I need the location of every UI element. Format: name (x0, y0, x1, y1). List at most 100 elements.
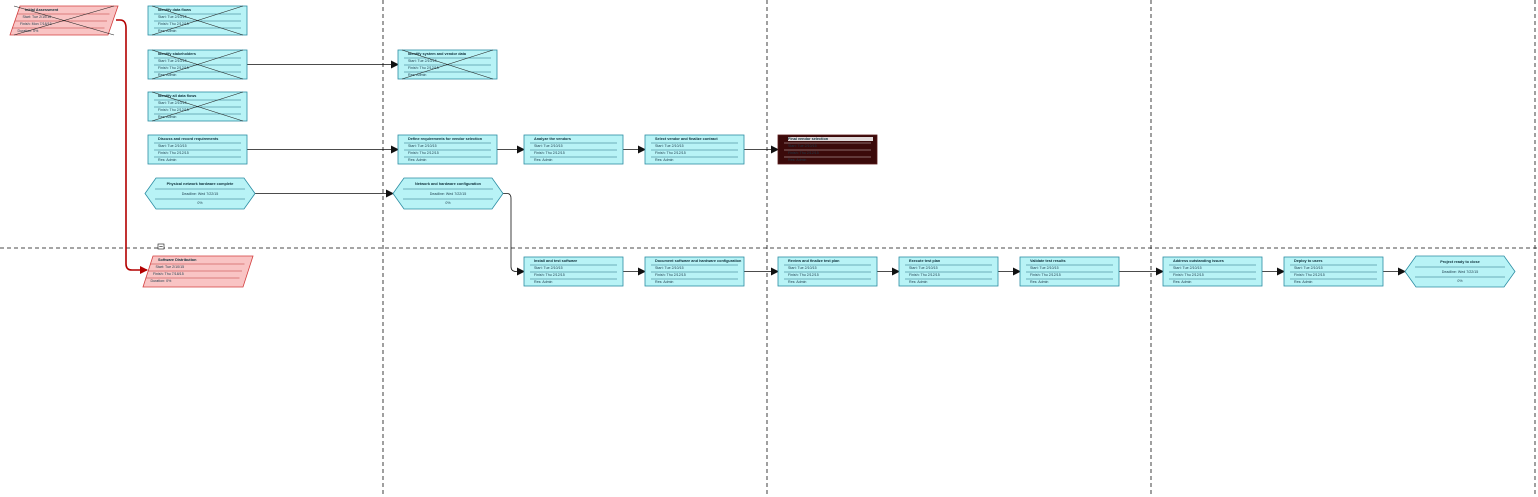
node-title: Select vendor and finalize contract (655, 137, 718, 141)
node-field: 0% (1457, 279, 1463, 283)
node-field: Start: Tue 2/10/15 (23, 15, 52, 19)
node-field: Finish: Thu 2/12/15 (158, 66, 189, 70)
connectors (116, 19, 1406, 276)
node-field: Finish: Thu 2/12/15 (158, 151, 189, 155)
cross-mark (151, 5, 244, 36)
node-field: 0% (197, 201, 203, 205)
node-field: Start: Tue 2/10/15 (158, 101, 187, 105)
node-shape (523, 256, 624, 287)
node-shape (644, 134, 745, 165)
cross-mark (151, 91, 244, 122)
node-title: Analyze the vendors (534, 137, 571, 141)
node-field: Start: Tue 2/10/15 (655, 144, 684, 148)
node-field: Start: Tue 2/10/15 (156, 265, 185, 269)
node-field: Finish: Thu 2/12/15 (158, 22, 189, 26)
node-field: Start: Tue 2/10/15 (408, 59, 437, 63)
node-field: Finish: Thu 2/12/15 (909, 273, 940, 277)
node-field: Res: Admin (655, 280, 673, 284)
node-field: 0% (445, 201, 451, 205)
node-title: Discuss and record requirements (158, 137, 218, 141)
node-task[interactable]: Select vendor and finalize contractStart… (644, 134, 745, 165)
node-shape (523, 134, 624, 165)
dependency-arrow[interactable] (503, 193, 525, 276)
node-field: Finish: Thu 2/12/15 (408, 66, 439, 70)
node-field: Finish: Thu 2/12/15 (534, 273, 565, 277)
node-field: Res: Admin (408, 73, 426, 77)
cross-mark (13, 5, 115, 36)
title-highlight (788, 137, 873, 141)
node-title: Deploy to users (1294, 259, 1322, 263)
node-title: Network and hardware configuration (415, 182, 482, 186)
node-field: Res: Admin (534, 280, 552, 284)
node-field: Res: Admin (1173, 280, 1191, 284)
node-title: Install and test software (534, 259, 577, 263)
node-field: Res: Admin (655, 158, 673, 162)
summary-link[interactable] (116, 19, 148, 274)
minus-box-icon[interactable] (157, 243, 165, 250)
node-shape (644, 256, 745, 287)
cross-mark (401, 49, 494, 80)
node-field: Deadline: Wed 7/22/15 (1442, 270, 1479, 274)
node-field: Deadline: Wed 7/22/15 (182, 192, 219, 196)
node-field: Finish: Thu 2/12/15 (655, 151, 686, 155)
node-task[interactable]: Document software and hardware configura… (644, 256, 745, 287)
node-shape (1283, 256, 1384, 287)
node-title: Initial Assessment (25, 8, 59, 12)
node-field: Start: Tue 2/10/15 (408, 144, 437, 148)
node-shape (777, 256, 878, 287)
node-field: Start: Tue 2/10/15 (909, 266, 938, 270)
node-title: Project ready to close (1440, 260, 1479, 264)
node-shape (1162, 256, 1263, 287)
node-field: Finish: Thu 2/12/15 (1173, 273, 1204, 277)
node-task[interactable]: Define requirements for vendor selection… (397, 134, 498, 165)
node-field: Finish: Thu 2/12/15 (534, 151, 565, 155)
node-title: Software Distribution (158, 258, 197, 262)
node-milestone[interactable]: Network and hardware configurationDeadli… (392, 177, 504, 210)
node-milestone[interactable]: Physical network hardware completeDeadli… (144, 177, 256, 210)
node-title: Identify stakeholders (158, 52, 196, 56)
node-field: Start: Tue 2/10/15 (1294, 266, 1323, 270)
node-field: Res: Admin (1294, 280, 1312, 284)
node-field: Start: Tue 2/10/15 (1030, 266, 1059, 270)
node-field: Start: Tue 2/10/15 (534, 266, 563, 270)
node-field: Res: Admin (408, 158, 426, 162)
node-shape (147, 134, 248, 165)
node-field: Finish: Thu 2/12/15 (1294, 273, 1325, 277)
cross-mark (151, 49, 244, 80)
node-field: Deadline: Wed 7/22/15 (430, 192, 467, 196)
node-shape (392, 177, 504, 210)
node-field: Res: Admin (158, 115, 176, 119)
node-field: Start: Tue 2/10/15 (158, 15, 187, 19)
node-field: Finish: Mon 7/18/15 (20, 22, 52, 26)
node-field: Start: Tue 2/10/15 (788, 144, 817, 148)
node-field: Finish: Thu 7/18/15 (153, 272, 184, 276)
node-field: Finish: Thu 2/12/15 (1030, 273, 1061, 277)
node-field: Finish: Thu 2/12/15 (655, 273, 686, 277)
node-shape (898, 256, 999, 287)
node-field: Finish: Thu 2/12/15 (408, 151, 439, 155)
node-field: Res: Admin (1030, 280, 1048, 284)
node-title: Identify system and vendor data (408, 52, 467, 56)
node-field: Finish: Thu 2/12/15 (788, 151, 819, 155)
node-title: Final vendor selection (788, 137, 829, 141)
node-field: Res: Admin (158, 158, 176, 162)
node-field: Res: Admin (909, 280, 927, 284)
